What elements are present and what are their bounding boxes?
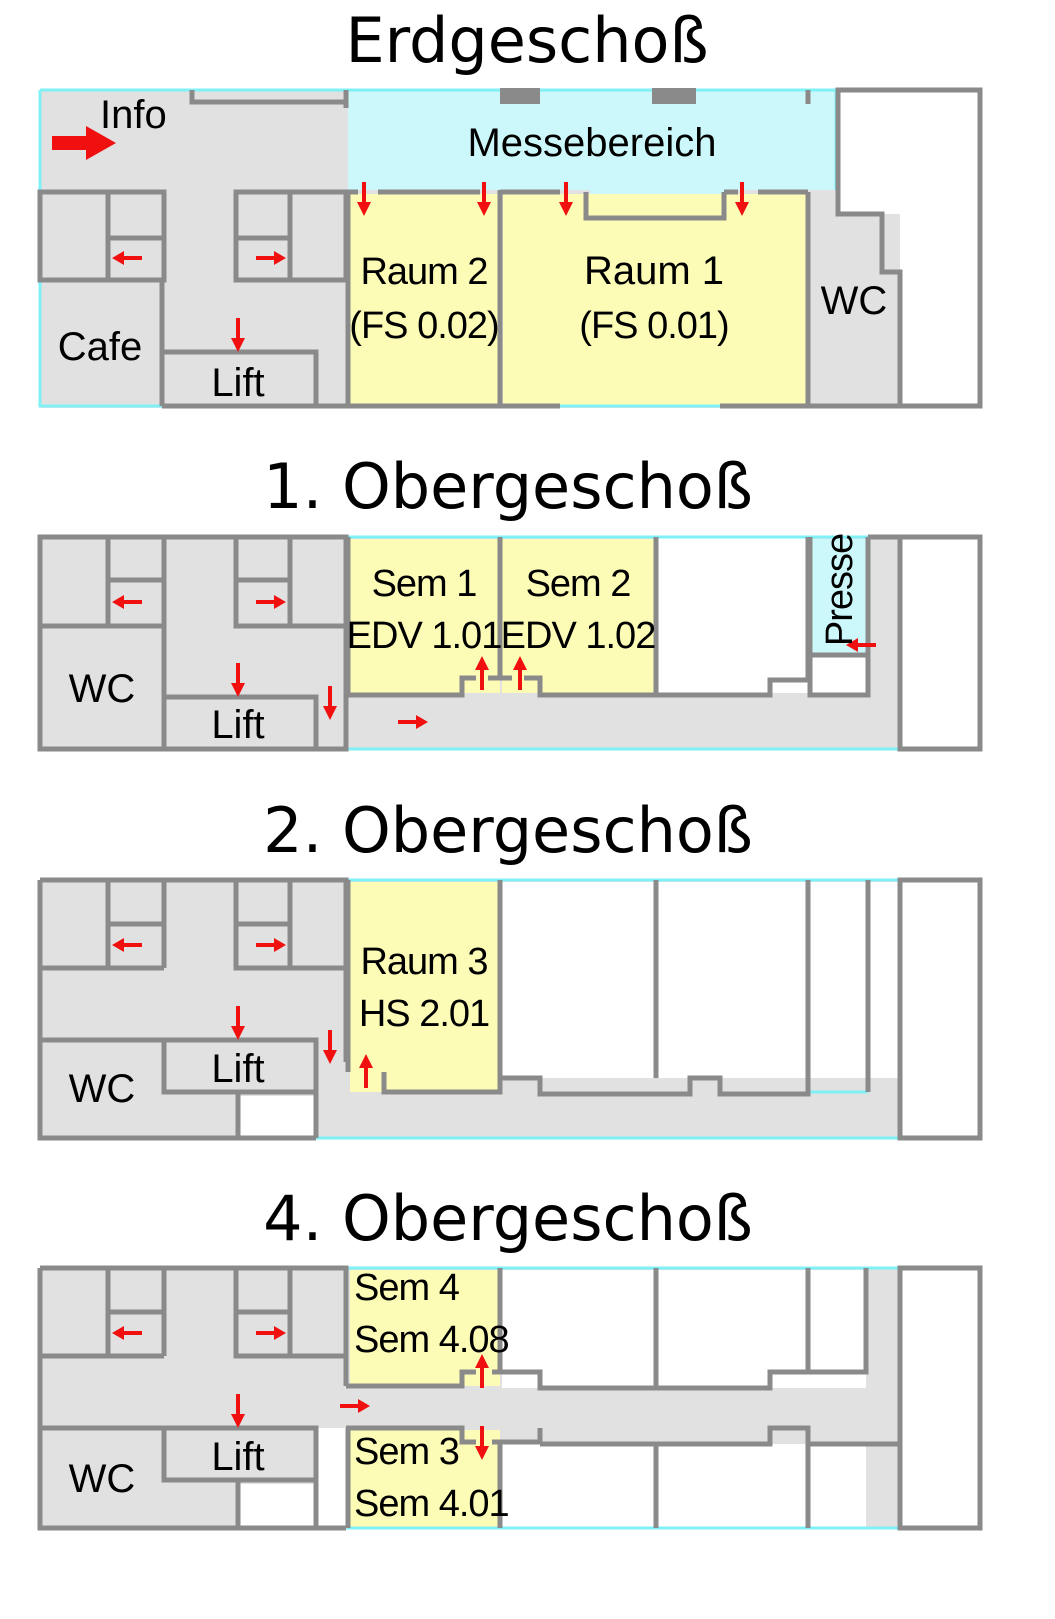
floor-2: 2. Obergeschoß Raum 3 HS 2.01 WC	[37, 794, 983, 1141]
room-2-name: Raum 2	[360, 251, 487, 293]
sem-2-area	[502, 539, 654, 693]
sem-3-name: Sem 3	[354, 1431, 459, 1473]
floor-2-map: Raum 3 HS 2.01 WC Lift	[37, 877, 983, 1141]
wc-label: WC	[69, 1457, 136, 1501]
floor-title-2: 2. Obergeschoß	[263, 794, 753, 867]
sem-1-code: EDV 1.01	[347, 615, 502, 657]
room-3-code: HS 2.01	[359, 993, 489, 1035]
floor-title-4: 4. Obergeschoß	[263, 1182, 753, 1255]
press-label: Presse	[819, 534, 861, 646]
fair-area	[348, 90, 836, 190]
entrance-arrow	[52, 126, 116, 160]
sem-2-code: EDV 1.02	[501, 615, 656, 657]
room-3-name: Raum 3	[360, 941, 487, 983]
room-1-area	[503, 194, 807, 406]
room-3-area	[350, 882, 500, 1092]
lift-label: Lift	[211, 1435, 264, 1479]
cafe-label: Cafe	[58, 325, 143, 369]
wc-label: WC	[821, 279, 888, 323]
lift-label: Lift	[211, 703, 264, 747]
lift-label: Lift	[211, 1047, 264, 1091]
sem-1-name: Sem 1	[372, 563, 477, 605]
room-2-area	[350, 194, 498, 406]
room-2-code: (FS 0.02)	[349, 305, 498, 347]
floor-4-map: Sem 4 Sem 4.08 Sem 3 Sem 4.01 WC Lift	[37, 1265, 983, 1531]
floor-1: 1. Obergeschoß S	[37, 450, 983, 752]
sem-3-code: Sem 4.01	[354, 1483, 509, 1525]
info-label: Info	[100, 93, 167, 137]
sem-4-code: Sem 4.08	[354, 1319, 509, 1361]
floor-1-map: Sem 1 EDV 1.01 Sem 2 EDV 1.02 Presse WC …	[37, 534, 983, 752]
sem-2-name: Sem 2	[526, 563, 631, 605]
press-room-area	[812, 539, 866, 653]
floor-ground-map: Info Messebereich Raum 2 (FS 0.02) Raum …	[37, 87, 983, 409]
lift-label: Lift	[211, 361, 264, 405]
floor-ground: Erdgeschoß	[37, 4, 983, 409]
sem-4-name: Sem 4	[354, 1267, 460, 1309]
sem-3-area	[350, 1430, 500, 1528]
sem-1-area	[350, 539, 500, 693]
sem-4-area	[350, 1270, 500, 1386]
wc-label: WC	[69, 667, 136, 711]
floor-4: 4. Obergeschoß	[37, 1182, 983, 1531]
room-1-name: Raum 1	[584, 249, 724, 293]
room-1-code: (FS 0.01)	[579, 305, 728, 347]
wc-label: WC	[69, 1067, 136, 1111]
fair-label: Messebereich	[467, 121, 716, 165]
floor-title-1: 1. Obergeschoß	[263, 450, 753, 523]
floor-title-ground: Erdgeschoß	[345, 4, 708, 77]
